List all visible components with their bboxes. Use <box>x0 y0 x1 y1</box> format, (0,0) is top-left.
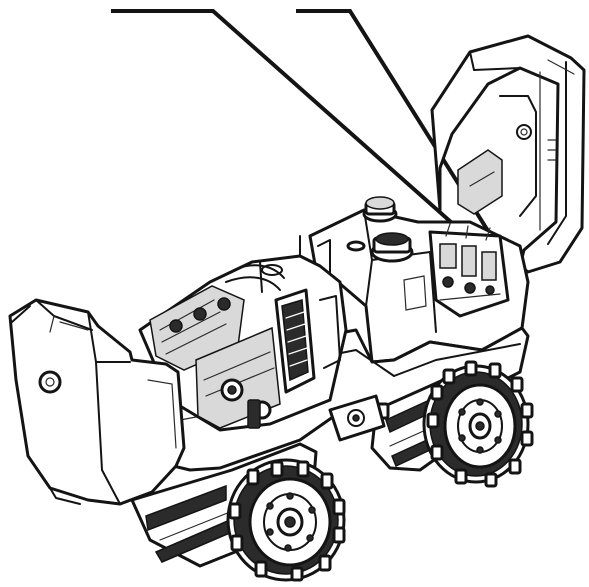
leader-line-left <box>111 9 499 265</box>
leader-line-right <box>296 9 508 261</box>
hydraulic-valve-block <box>428 223 510 318</box>
callout-leaders <box>111 9 508 265</box>
rear-right-open-cover <box>430 34 586 274</box>
articulation-joint <box>328 394 386 442</box>
front-drum-wheel <box>226 458 346 582</box>
rear-drum-wheel <box>422 360 534 488</box>
engine-assembly <box>138 254 348 432</box>
front-left-open-cover <box>8 298 186 506</box>
